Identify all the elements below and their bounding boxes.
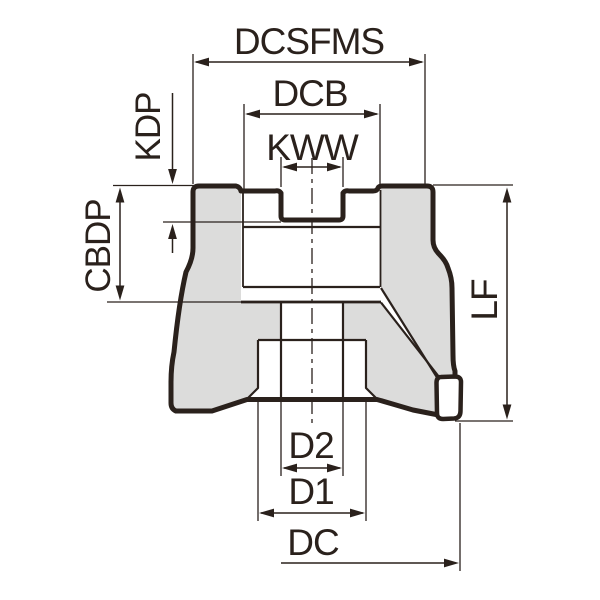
- label-dcsfms: DCSFMS: [234, 21, 384, 62]
- label-d2: D2: [288, 425, 333, 466]
- label-dcb: DCB: [272, 73, 347, 114]
- label-d1: D1: [288, 471, 333, 512]
- dim-lf: [502, 187, 512, 420]
- label-cbdp: CBDP: [79, 199, 118, 292]
- outer-profile: [168, 183, 458, 414]
- dim-kww: [282, 162, 342, 172]
- dim-d1: [259, 508, 365, 518]
- extension-lines: [107, 54, 513, 571]
- section-fill-right-upper: [379, 186, 455, 379]
- dimension-lines: [115, 57, 512, 568]
- body-silhouette: [168, 183, 464, 422]
- dim-dc: [281, 558, 459, 568]
- section-fill-right-lower: [343, 302, 443, 414]
- label-lf: LF: [464, 279, 505, 321]
- dim-d2: [282, 463, 342, 473]
- dim-dcsfms: [194, 57, 424, 67]
- section-fill-left-wall: [171, 186, 281, 411]
- bottom-face-profile: [173, 397, 439, 417]
- dim-kdp: [168, 93, 177, 253]
- dim-cbdp: [115, 187, 125, 301]
- label-kdp: KDP: [129, 93, 168, 162]
- cutting-insert: [434, 374, 464, 422]
- dim-dcb: [245, 109, 379, 119]
- dimension-labels: DCSFMS DCB KWW KDP CBDP LF D2 D1 DC: [79, 21, 505, 563]
- section-fill-regions: [171, 186, 455, 414]
- label-dc: DC: [287, 522, 339, 563]
- pocket-diagonal-lower: [380, 301, 444, 383]
- label-kww: KWW: [266, 127, 359, 168]
